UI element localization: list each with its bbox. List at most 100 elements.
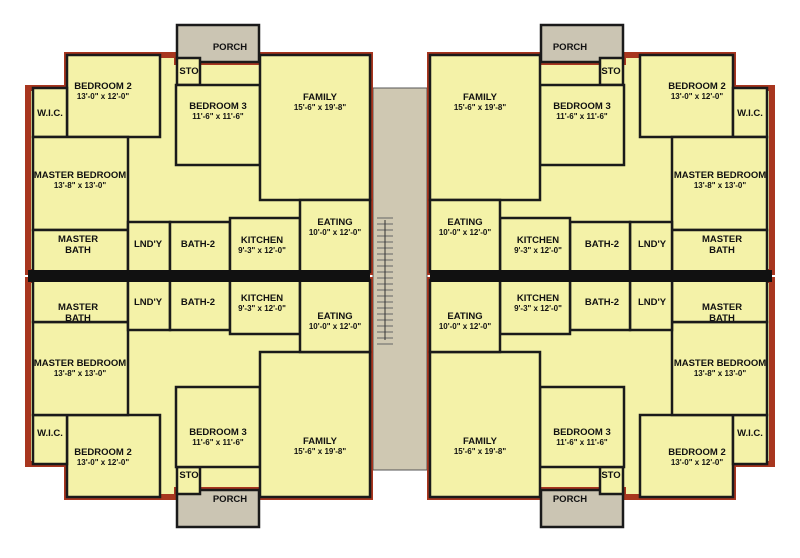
porch-label: PORCH <box>553 494 587 505</box>
family-dimensions: 15'-6" x 19'-8" <box>294 447 347 456</box>
bedroom2-dimensions: 13'-0" x 12'-0" <box>77 458 130 467</box>
master-bedroom-dimensions: 13'-8" x 13'-0" <box>694 181 747 190</box>
kitchen-label: KITCHEN <box>241 293 283 304</box>
laundry-label: LND'Y <box>134 239 163 250</box>
family-dimensions: 15'-6" x 19'-8" <box>294 103 347 112</box>
eating-label: EATING <box>317 217 352 228</box>
master-bath-label: BATH <box>65 313 91 324</box>
bedroom3-label: BEDROOM 3 <box>189 427 247 438</box>
wic-label: W.I.C. <box>737 108 763 119</box>
sto-label: STO <box>601 470 620 481</box>
eating-label: EATING <box>447 311 482 322</box>
family-room-outline <box>428 53 542 202</box>
bedroom3-dimensions: 11'-6" x 11'-6" <box>192 112 244 121</box>
bedroom2-room-outline <box>65 413 162 499</box>
family-label: FAMILY <box>303 92 338 103</box>
master-bedroom-label: MASTER BEDROOM <box>34 170 126 181</box>
porch-room-outline <box>539 23 625 64</box>
sto-label: STO <box>601 66 620 77</box>
family-room-outline <box>428 350 542 499</box>
eating-dimensions: 10'-0" x 12'-0" <box>439 228 492 237</box>
porch-room-outline <box>175 23 261 64</box>
party-wall <box>430 276 772 282</box>
eating-dimensions: 10'-0" x 12'-0" <box>309 322 362 331</box>
stairs <box>377 217 393 345</box>
wic-room-outline <box>31 413 69 466</box>
bath2-label: BATH-2 <box>181 297 215 308</box>
master-bedroom-label: MASTER BEDROOM <box>34 358 126 369</box>
master-bath-label: BATH <box>709 245 735 256</box>
kitchen-label: KITCHEN <box>517 293 559 304</box>
master-bedroom-room-outline <box>670 135 769 232</box>
laundry-label: LND'Y <box>134 297 163 308</box>
kitchen-dimensions: 9'-3" x 12'-0" <box>238 246 286 255</box>
bedroom2-room-outline <box>638 53 735 139</box>
master-bath-label: MASTER <box>58 234 98 245</box>
kitchen-room-outline <box>498 216 572 274</box>
wic-room-outline <box>731 413 769 466</box>
bedroom3-room-outline <box>538 385 626 469</box>
bedroom3-label: BEDROOM 3 <box>553 101 611 112</box>
porch-room-outline <box>175 488 261 529</box>
wic-label: W.I.C. <box>37 428 63 439</box>
master-bedroom-label: MASTER BEDROOM <box>674 170 766 181</box>
master-bath-label: MASTER <box>702 234 742 245</box>
master-bedroom-label: MASTER BEDROOM <box>674 358 766 369</box>
bath2-label: BATH-2 <box>585 239 619 250</box>
master-bath-label: MASTER <box>702 302 742 313</box>
bath2-label: BATH-2 <box>585 297 619 308</box>
master-bath-label: MASTER <box>58 302 98 313</box>
central-corridor <box>372 87 428 471</box>
master-bedroom-dimensions: 13'-8" x 13'-0" <box>694 369 747 378</box>
laundry-room-outline <box>628 220 674 274</box>
porch-label: PORCH <box>213 42 247 53</box>
eating-dimensions: 10'-0" x 12'-0" <box>309 228 362 237</box>
master-bedroom-dimensions: 13'-8" x 13'-0" <box>54 181 107 190</box>
bedroom3-room-outline <box>174 385 262 469</box>
bedroom3-dimensions: 11'-6" x 11'-6" <box>556 438 608 447</box>
family-room-outline <box>258 350 372 499</box>
sto-label: STO <box>179 470 198 481</box>
kitchen-dimensions: 9'-3" x 12'-0" <box>514 246 562 255</box>
master-bedroom-dimensions: 13'-8" x 13'-0" <box>54 369 107 378</box>
eating-room-outline <box>298 278 372 354</box>
bedroom2-room-outline <box>65 53 162 139</box>
master-bedroom-room-outline <box>670 320 769 417</box>
master-bath-label: BATH <box>709 313 735 324</box>
bath2-room-outline <box>568 278 632 332</box>
master-bath-room-outline <box>31 278 130 324</box>
bedroom3-label: BEDROOM 3 <box>553 427 611 438</box>
bedroom3-room-outline <box>174 83 262 167</box>
wic-label: W.I.C. <box>37 108 63 119</box>
kitchen-label: KITCHEN <box>517 235 559 246</box>
bath2-label: BATH-2 <box>181 239 215 250</box>
eating-room-outline <box>428 278 502 354</box>
unit-bottom-right: PORCH STO BEDROOM 213'-0" x 12'-0" W.I.C. BE… <box>427 276 775 529</box>
eating-room-outline <box>298 198 372 274</box>
laundry-room-outline <box>628 278 674 332</box>
eating-dimensions: 10'-0" x 12'-0" <box>439 322 492 331</box>
porch-room-outline <box>539 488 625 529</box>
family-label: FAMILY <box>303 436 338 447</box>
kitchen-dimensions: 9'-3" x 12'-0" <box>238 304 286 313</box>
bedroom2-dimensions: 13'-0" x 12'-0" <box>77 92 130 101</box>
bedroom2-label: BEDROOM 2 <box>74 447 132 458</box>
laundry-label: LND'Y <box>638 239 667 250</box>
family-room-outline <box>258 53 372 202</box>
family-dimensions: 15'-6" x 19'-8" <box>454 447 507 456</box>
bath2-room-outline <box>168 278 232 332</box>
sto-label: STO <box>179 66 198 77</box>
wic-label: W.I.C. <box>737 428 763 439</box>
kitchen-dimensions: 9'-3" x 12'-0" <box>514 304 562 313</box>
bedroom3-room-outline <box>538 83 626 167</box>
bedroom2-dimensions: 13'-0" x 12'-0" <box>671 458 724 467</box>
eating-label: EATING <box>317 311 352 322</box>
bedroom2-label: BEDROOM 2 <box>668 447 726 458</box>
bedroom2-room-outline <box>638 413 735 499</box>
laundry-room-outline <box>126 220 172 274</box>
porch-label: PORCH <box>213 494 247 505</box>
unit-bottom-left: PORCH STO BEDROOM 213'-0" x 12'-0" W.I.C. BE… <box>25 276 373 529</box>
